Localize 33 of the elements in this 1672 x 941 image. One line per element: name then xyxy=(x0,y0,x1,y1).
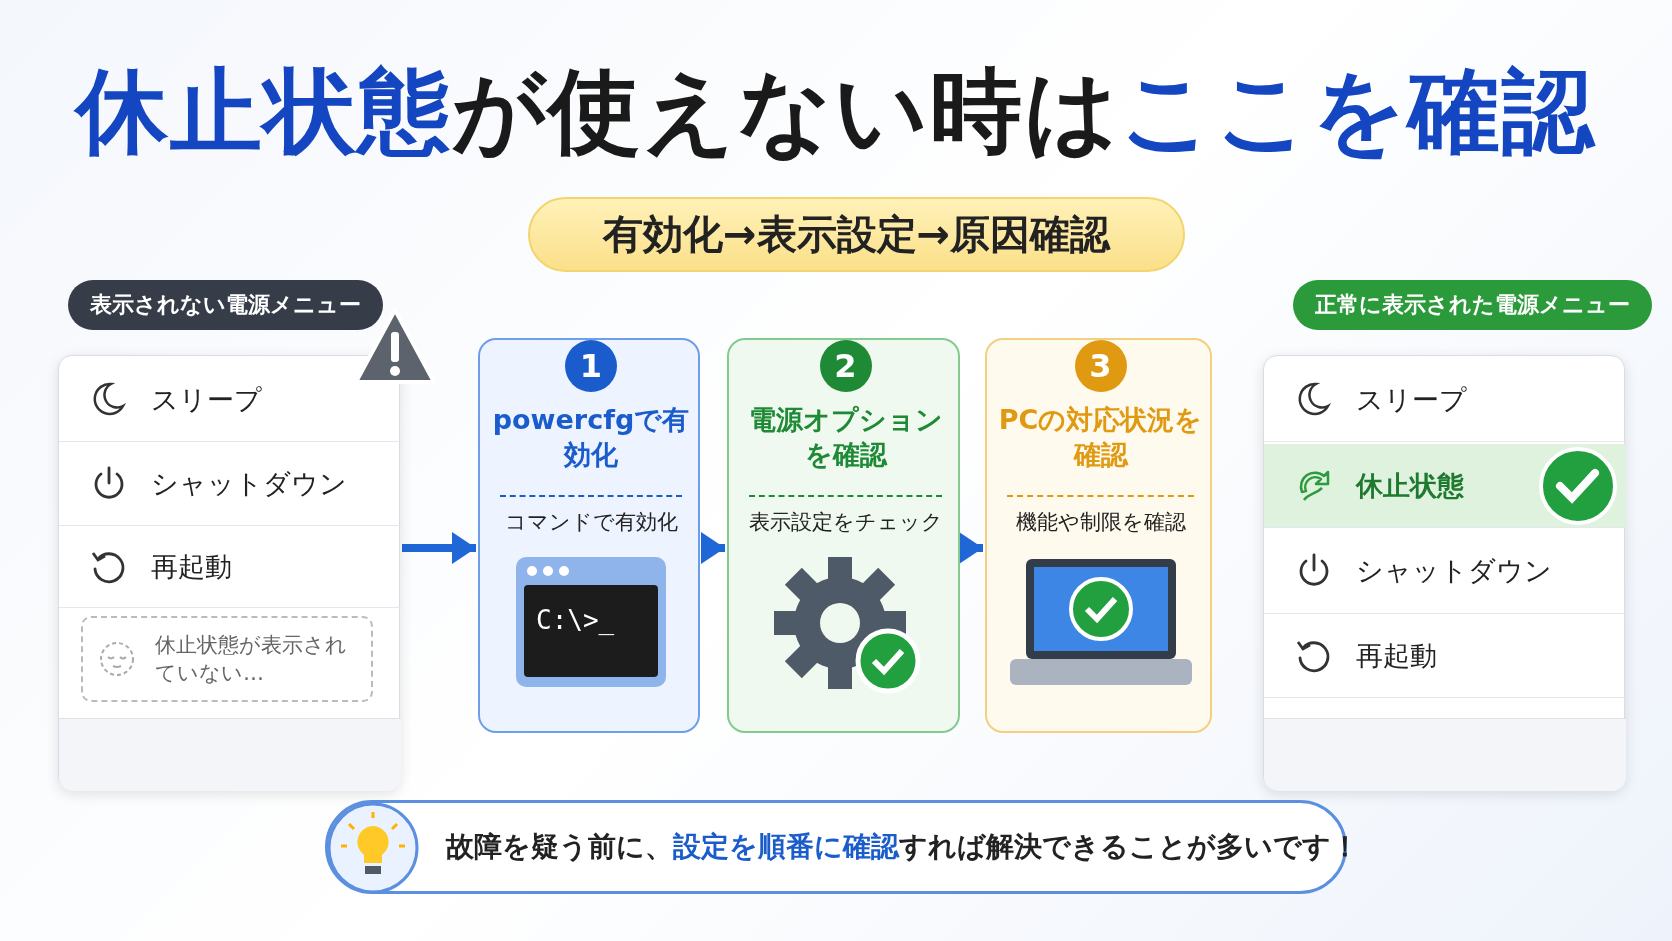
arrow xyxy=(402,532,476,564)
step-card xyxy=(478,338,700,733)
menu-item-label: シャットダウン xyxy=(151,466,347,501)
step-card xyxy=(985,338,1212,733)
tip-text: 故障を疑う前に、設定を順番に確認すれば解決できることが多いです！ xyxy=(446,829,1359,865)
subtitle-banner: 有効化→表示設定→原因確認 xyxy=(528,197,1185,272)
menu-item-label: 再起動 xyxy=(1356,638,1437,673)
arrow xyxy=(959,532,983,564)
step-heading: PCの対応状況を確認 xyxy=(997,403,1204,473)
menu-item-label: 休止状態 xyxy=(1356,468,1464,503)
step-heading: powercfgで有効化 xyxy=(491,403,691,473)
step-number: 2 xyxy=(819,340,872,392)
step-description: 機能や制限を確認 xyxy=(1014,509,1187,536)
step-number: 1 xyxy=(565,340,617,392)
arrow xyxy=(701,532,725,564)
menu-footer xyxy=(59,718,401,791)
menu-item-label: スリープ xyxy=(151,383,262,417)
step-description: コマンドで有効化 xyxy=(503,509,679,536)
menu-item-label: スリープ xyxy=(1356,383,1467,417)
title: 休止状態が使えない時はここを確認 xyxy=(0,50,1672,174)
missing-item-box xyxy=(81,616,373,702)
step-heading: 電源オプションを確認 xyxy=(747,403,944,473)
menu-item-label: 再起動 xyxy=(151,549,232,584)
menu-item-label: シャットダウン xyxy=(1356,553,1552,588)
menu-item xyxy=(1264,444,1626,528)
step-card xyxy=(727,338,960,733)
menu-footer xyxy=(1264,718,1626,791)
terminal-prompt: C:\>_ xyxy=(536,605,615,635)
step-description: 表示設定をチェック xyxy=(747,509,944,536)
panel-heading: 表示されない電源メニュー xyxy=(68,280,383,330)
missing-item-note: 休止状態が表示されていない… xyxy=(155,631,348,687)
panel-heading: 正常に表示された電源メニュー xyxy=(1293,280,1652,330)
step-number: 3 xyxy=(1074,340,1127,392)
